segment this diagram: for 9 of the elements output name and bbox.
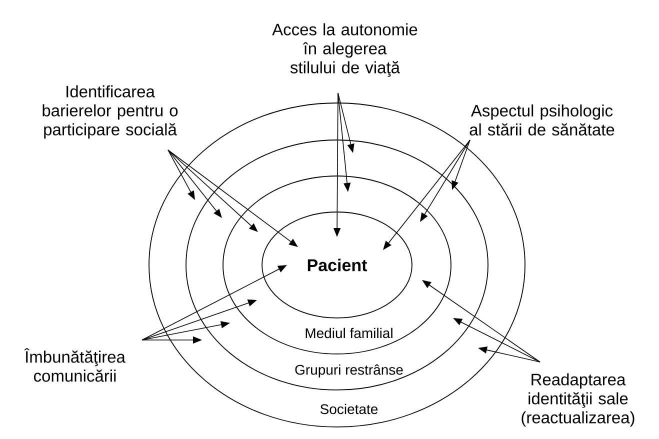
label-text: Identificarea barierelor pentru o participare socială <box>42 85 178 139</box>
arrow <box>168 150 258 232</box>
label-text: Aspectul psihologic al stării de sănătate <box>470 104 614 136</box>
arrow <box>168 150 298 247</box>
arrow <box>168 150 222 218</box>
label-text: Acces la autonomie în alegerea stilului de viaţă <box>272 23 418 77</box>
arrow <box>383 140 470 250</box>
label-text: Readaptarea identităţii sale (reactualizarea) <box>522 373 634 427</box>
label-text: Îmbunătăţirea comunicării <box>24 348 126 382</box>
